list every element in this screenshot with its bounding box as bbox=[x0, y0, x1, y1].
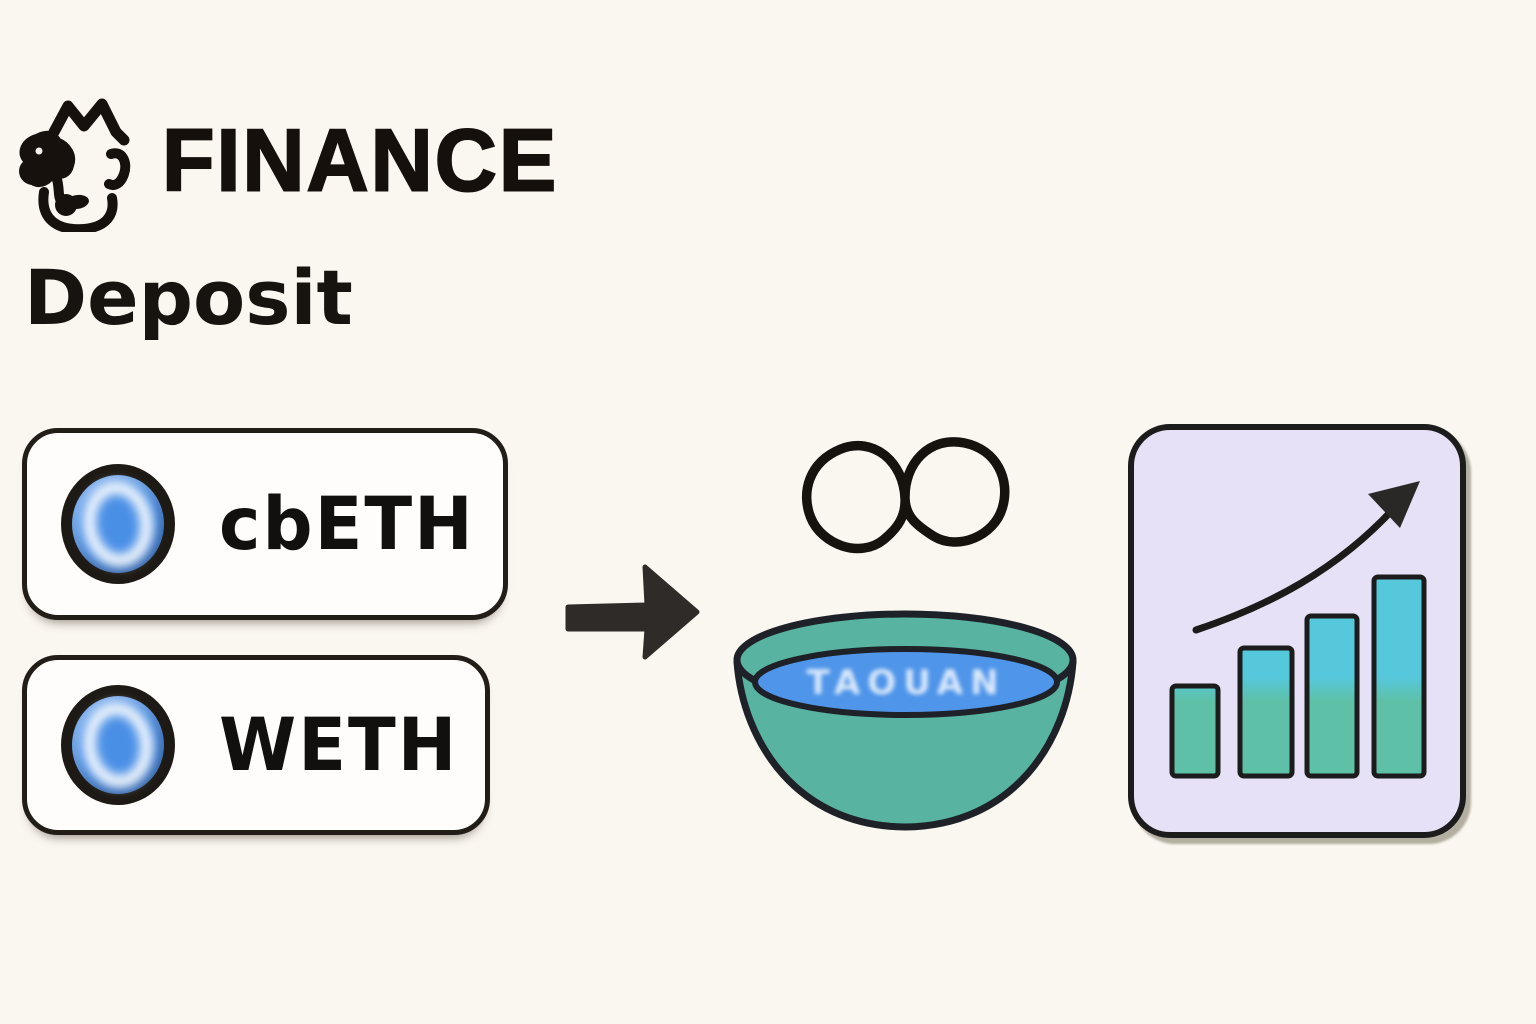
infinity-loop-icon bbox=[801, 437, 1010, 554]
eth-coin-glyph bbox=[78, 477, 158, 571]
chart-bars bbox=[1169, 574, 1427, 779]
bowl-liquid-label: TAOUAN bbox=[806, 663, 1005, 703]
growth-chart-panel bbox=[1128, 424, 1466, 838]
trend-curve bbox=[1192, 502, 1400, 634]
eth-coin bbox=[61, 464, 175, 584]
bowl-liquid bbox=[752, 646, 1060, 718]
deposit-option-weth[interactable]: WETH bbox=[22, 655, 490, 835]
eth-coin bbox=[61, 685, 175, 805]
trend-arrowhead-icon bbox=[1368, 481, 1420, 528]
growth-chart bbox=[1169, 481, 1427, 779]
pool-bowl: TAOUAN bbox=[733, 610, 1077, 831]
deposit-option-cbeth[interactable]: cbETH bbox=[22, 428, 508, 620]
token-symbol: cbETH bbox=[219, 481, 475, 567]
brand-name: FINANCE bbox=[161, 112, 559, 210]
eth-coin-glyph bbox=[78, 698, 158, 792]
chart-bar bbox=[1169, 683, 1221, 779]
page-title: Deposit bbox=[24, 253, 353, 342]
brand-logo-doodle-icon bbox=[19, 98, 131, 232]
token-symbol: WETH bbox=[219, 702, 459, 788]
chart-bar bbox=[1371, 574, 1427, 779]
right-arrow-icon bbox=[565, 564, 700, 660]
chart-bar bbox=[1304, 613, 1360, 779]
chart-bar bbox=[1237, 645, 1295, 779]
